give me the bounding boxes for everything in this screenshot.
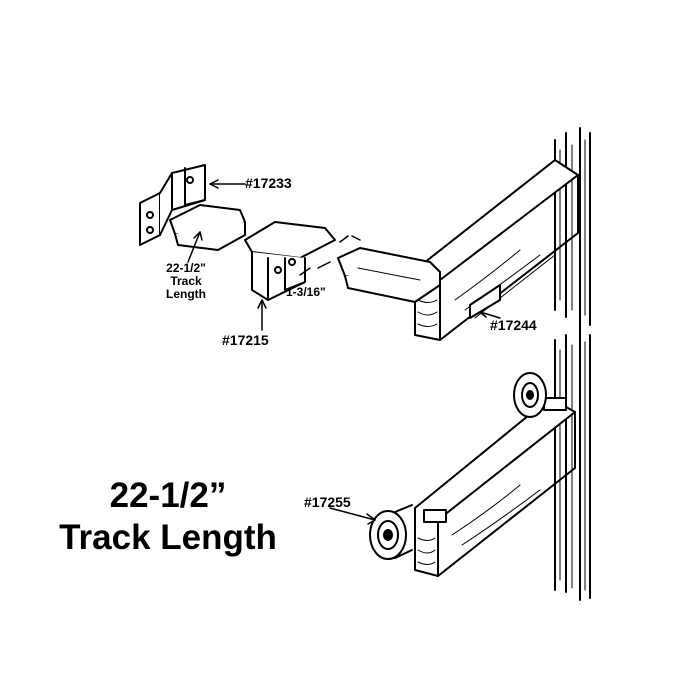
front-bracket	[244, 221, 336, 301]
part-label-17215: #17215	[222, 332, 269, 348]
gap-dimension-label: 1-3/16"	[286, 285, 326, 299]
track-length-note-line2: Track	[170, 274, 202, 289]
rear-roller-wheel	[513, 372, 547, 418]
cabinet-side-wall	[554, 127, 591, 601]
leader-lines	[187, 179, 501, 525]
track-length-heading-line1: 22-1/2”	[109, 476, 227, 515]
part-label-17233: #17233	[245, 175, 292, 191]
track-length-heading-line2: Track Length	[59, 518, 277, 557]
lower-wood-rail	[414, 397, 576, 577]
track-length-note-line1: 22-1/2"	[166, 261, 206, 275]
track-length-note-line3: Length	[166, 287, 206, 302]
track-segment	[337, 247, 441, 303]
upper-wood-rail	[414, 159, 579, 341]
track-length-heading: 22-1/2” Track Length	[48, 475, 288, 559]
part-label-17255: #17255	[304, 494, 351, 510]
rear-bracket	[139, 164, 246, 251]
front-roller-wheel	[369, 504, 413, 560]
track-length-note: 22-1/2" Track Length	[158, 261, 214, 302]
part-label-17244: #17244	[490, 317, 537, 333]
